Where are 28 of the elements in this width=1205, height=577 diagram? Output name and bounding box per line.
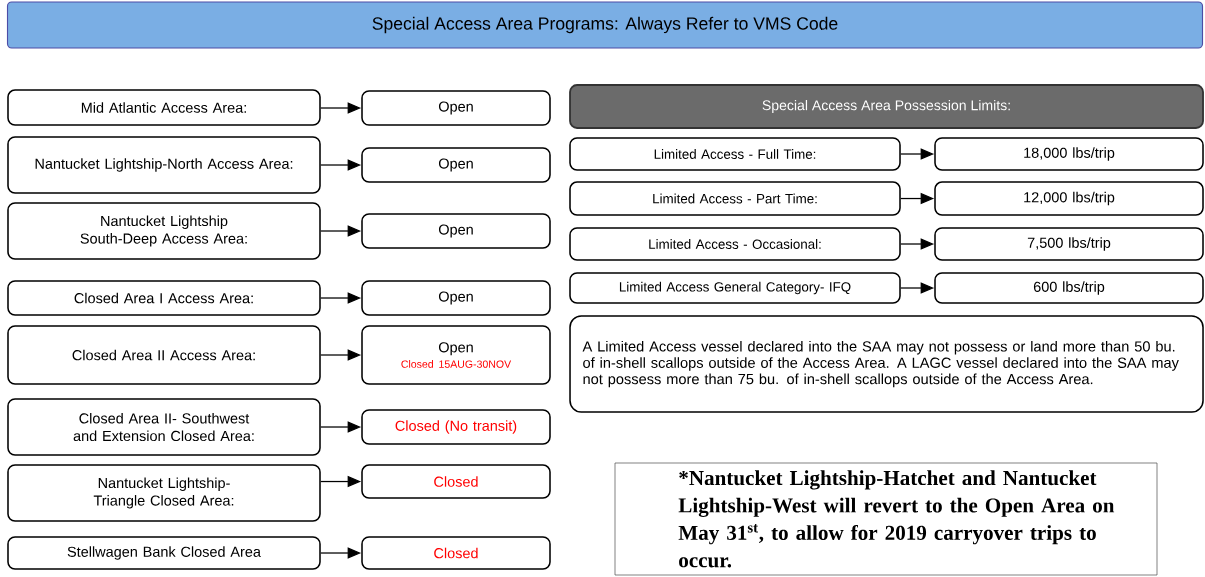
status-box: Open: [361, 280, 551, 316]
title-banner: Special Access Area Programs: Always Refer to VMS Code: [6, 1, 1204, 49]
area-name-box: Nantucket Lightship- Triangle Closed Area:: [7, 464, 321, 522]
footnote-text: *Nantucket Lightship-Hatchet and Nantucket Lightship-West will revert to the Open Area on May 31$^{st}$, to allow for 2019 carryover trips to occur.: [678, 470, 1115, 568]
area-name-box: Mid Atlantic Access Area:: [7, 89, 321, 126]
note-box: A Limited Access vessel declared into the SAA may not possess or land more than 50 bu. of in-shell scallops outside of the Access Area. A LAGC vessel declared into the SAA may not possess more than 75 bu. of in-shell scallops outside of the Access Area.: [569, 315, 1204, 413]
permit-category-box: Limited Access - Part Time:: [569, 181, 901, 216]
permit-category-box: Limited Access - Occasional:: [569, 227, 901, 261]
permit-category-box: Limited Access General Category- IFQ: [569, 272, 901, 304]
status-box: Closed (No transit): [361, 409, 551, 445]
limit-box: 18,000 lbs/trip: [934, 137, 1204, 171]
area-name-box: Nantucket Lightship South-Deep Access Area:: [7, 202, 321, 260]
area-name-box: Nantucket Lightship-North Access Area:: [7, 136, 321, 194]
area-name-box: Closed Area I Access Area:: [7, 280, 321, 316]
header-box: Special Access Area Possession Limits:: [569, 84, 1204, 129]
status-box: Closed: [361, 464, 551, 499]
limit-box: 12,000 lbs/trip: [934, 181, 1204, 216]
area-name-box: Closed Area II Access Area:: [7, 325, 321, 385]
area-name-box: Stellwagen Bank Closed Area: [7, 536, 321, 570]
status-box: Closed: [361, 536, 551, 570]
status-box: Open Closed 15AUG-30NOV: [361, 325, 551, 385]
area-name-box: Closed Area II- Southwest and Extension Closed Area:: [7, 398, 321, 456]
status-box: Open: [361, 213, 551, 249]
limit-box: 7,500 lbs/trip: [934, 227, 1204, 261]
status-box: Open: [361, 90, 551, 126]
limit-box: 600 lbs/trip: [934, 272, 1204, 304]
status-box: Open: [361, 147, 551, 183]
permit-category-box: Limited Access - Full Time:: [569, 137, 901, 171]
